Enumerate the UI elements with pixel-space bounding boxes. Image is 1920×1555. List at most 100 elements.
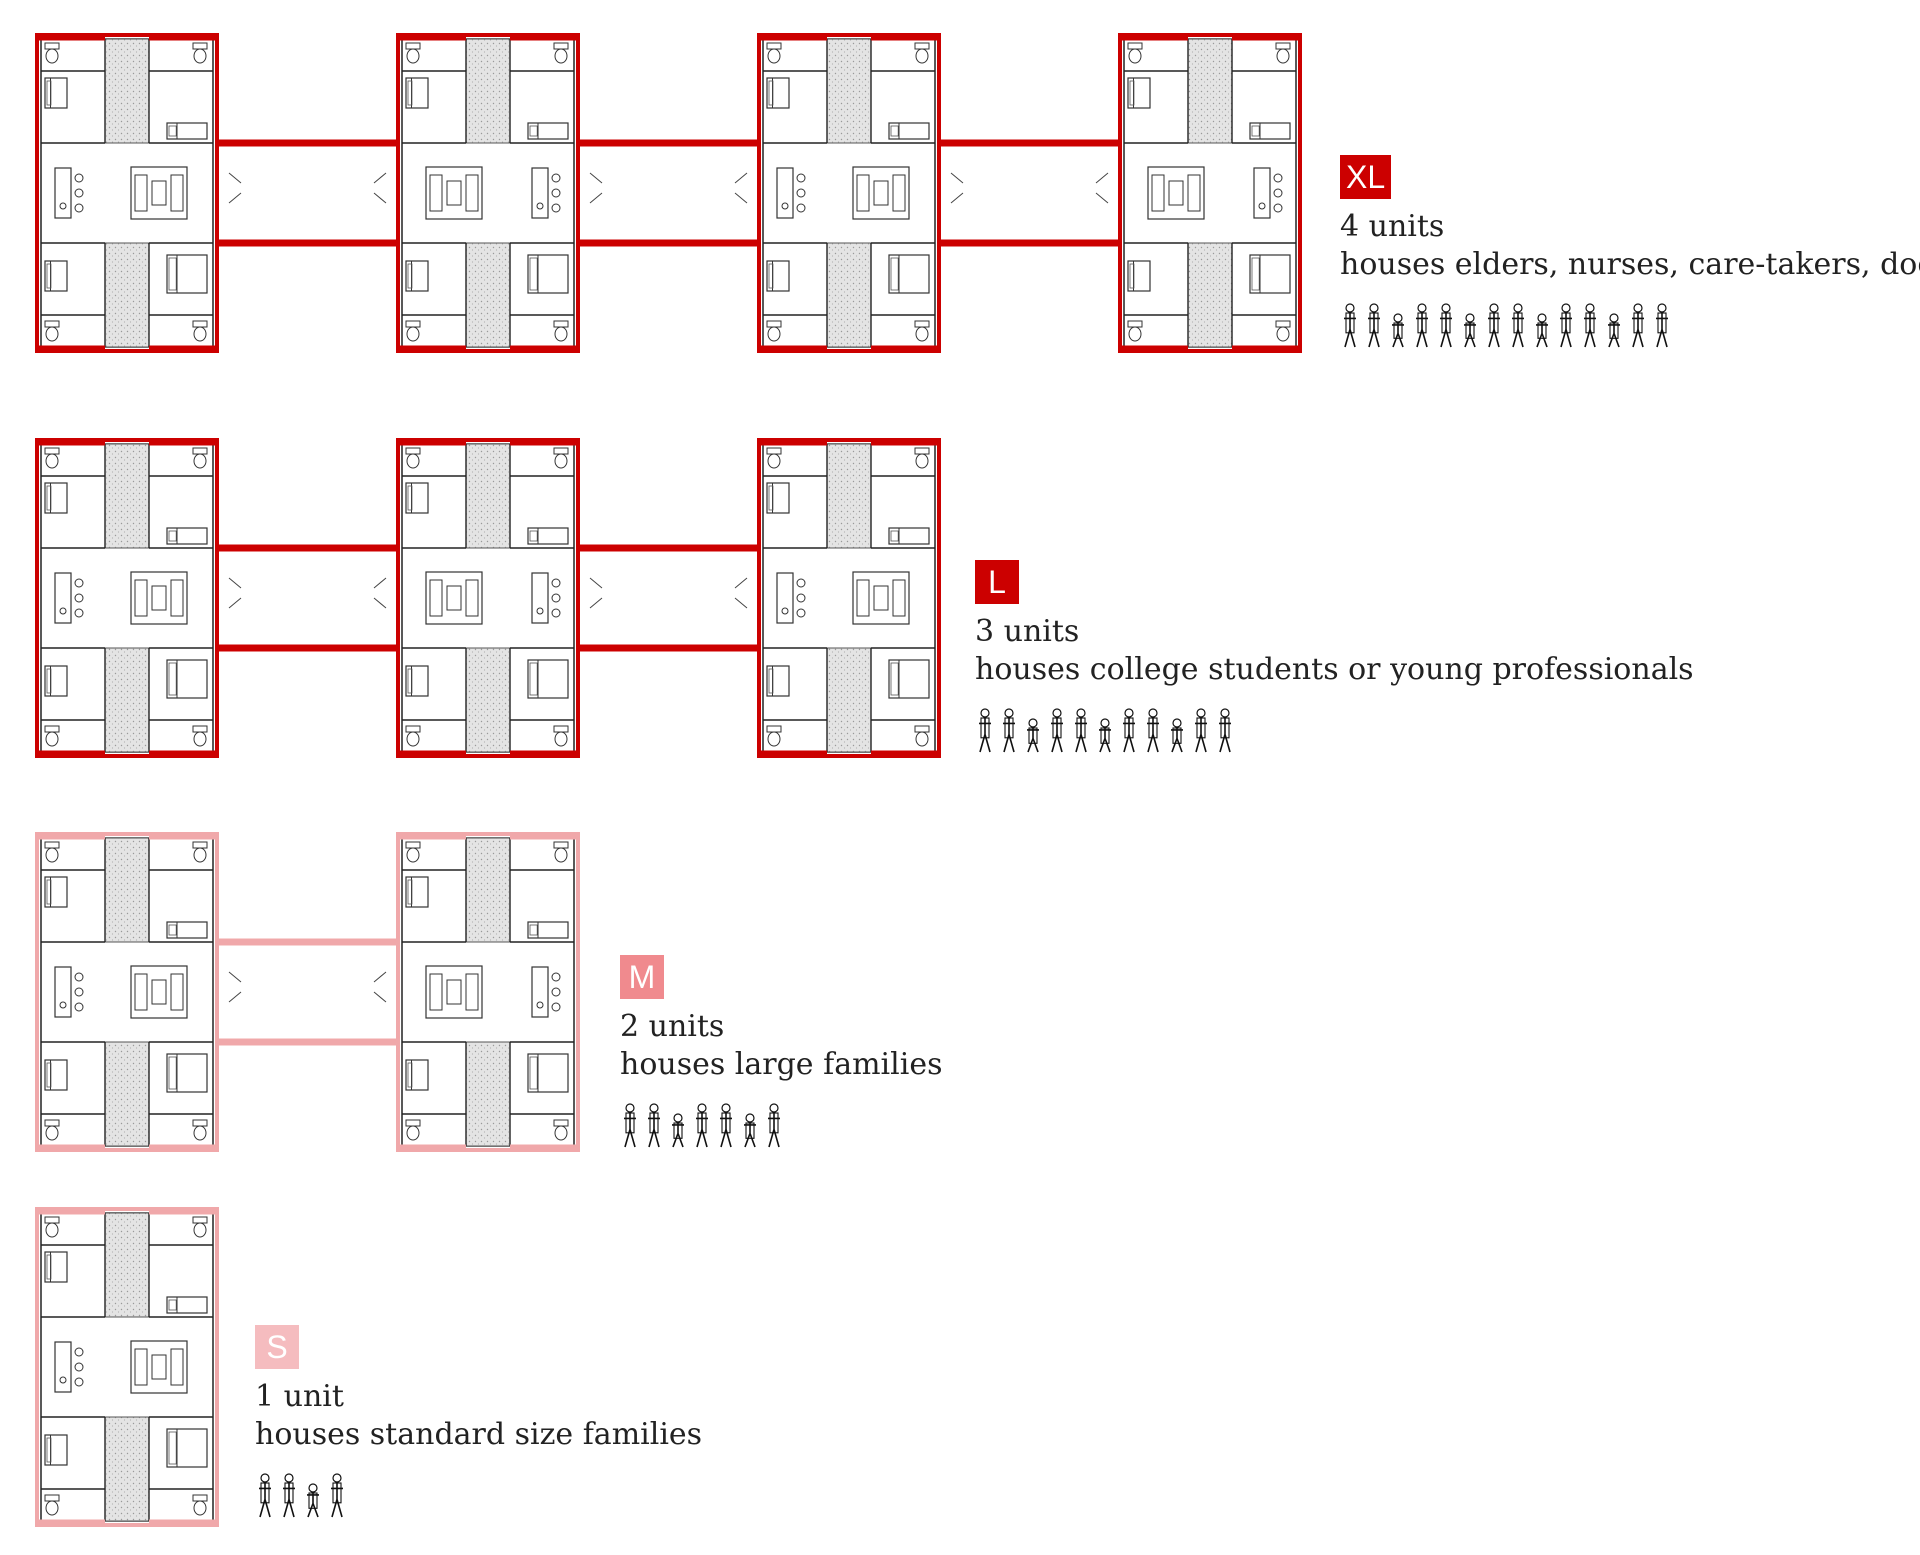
bed-icon <box>527 254 569 294</box>
bed-icon <box>527 659 569 699</box>
size-badge-m: M <box>620 955 664 999</box>
person-silhouette-icon <box>1051 708 1063 753</box>
person-silhouette-icon <box>1392 313 1404 348</box>
door-swing-icon <box>950 172 964 204</box>
patio-gravel <box>104 837 150 943</box>
person-silhouette-icon <box>696 1103 708 1148</box>
plan-l-unit-module <box>757 438 941 758</box>
toilet-icon <box>553 42 569 64</box>
toilet-icon <box>553 725 569 747</box>
size-badge-s: S <box>255 1325 299 1369</box>
sofa-set-icon <box>130 571 188 625</box>
bed-icon <box>44 876 68 908</box>
bed-icon <box>44 1251 68 1283</box>
sofa-set-icon <box>852 571 910 625</box>
bed-icon <box>44 482 68 514</box>
sofa-set-icon <box>130 166 188 220</box>
toilet-icon <box>44 1216 60 1238</box>
occupants-description-s: houses standard size families <box>255 1417 703 1452</box>
bed-icon <box>166 921 208 939</box>
sofa-set-icon <box>425 166 483 220</box>
person-silhouette-icon <box>1632 303 1644 348</box>
toilet-icon <box>192 725 208 747</box>
bed-icon <box>888 659 930 699</box>
legend-xl: XL 4 units houses elders, nurses, care-t… <box>1340 155 1920 353</box>
bed-icon <box>1127 77 1151 109</box>
units-count-m: 2 units <box>620 1009 725 1044</box>
bed-icon <box>405 77 429 109</box>
person-silhouette-icon <box>1416 303 1428 348</box>
people-silhouettes-l <box>979 708 1255 753</box>
patio-gravel <box>465 38 511 144</box>
kitchen-island-icon <box>776 167 806 219</box>
bed-icon <box>527 921 569 939</box>
toilet-icon <box>766 320 782 342</box>
sofa-set-icon <box>852 166 910 220</box>
toilet-icon <box>405 1119 421 1141</box>
plan-l-corridor <box>219 544 396 652</box>
bed-icon <box>888 122 930 140</box>
plan-xl-unit-module <box>396 33 580 353</box>
door-swing-icon <box>228 577 242 609</box>
kitchen-island-icon <box>531 572 561 624</box>
bed-icon <box>527 1053 569 1093</box>
toilet-icon <box>405 447 421 469</box>
bed-icon <box>766 77 790 109</box>
kitchen-island-icon <box>531 966 561 1018</box>
toilet-icon <box>192 1119 208 1141</box>
toilet-icon <box>44 447 60 469</box>
bed-icon <box>166 122 208 140</box>
person-silhouette-icon <box>331 1473 343 1518</box>
sofa-set-icon <box>130 965 188 1019</box>
patio-gravel <box>1187 242 1233 348</box>
person-silhouette-icon <box>1608 313 1620 348</box>
patio-gravel <box>104 1212 150 1318</box>
patio-gravel <box>465 1041 511 1147</box>
plan-xl-corridor <box>219 139 396 247</box>
door-swing-icon <box>373 577 387 609</box>
bed-icon <box>166 659 208 699</box>
plan-xl-unit-module <box>757 33 941 353</box>
plan-l-unit-module <box>396 438 580 758</box>
toilet-icon <box>914 447 930 469</box>
person-silhouette-icon <box>1003 708 1015 753</box>
toilet-icon <box>44 1494 60 1516</box>
person-silhouette-icon <box>1368 303 1380 348</box>
bed-icon <box>44 665 68 697</box>
bed-icon <box>44 77 68 109</box>
bed-icon <box>405 260 429 292</box>
person-silhouette-icon <box>1344 303 1356 348</box>
person-silhouette-icon <box>979 708 991 753</box>
occupants-description-m: houses large families <box>620 1047 943 1082</box>
bed-icon <box>1249 254 1291 294</box>
toilet-icon <box>192 320 208 342</box>
person-silhouette-icon <box>624 1103 636 1148</box>
person-silhouette-icon <box>1584 303 1596 348</box>
plan-s-unit-module <box>35 1207 219 1527</box>
patio-gravel <box>104 1416 150 1522</box>
toilet-icon <box>553 1119 569 1141</box>
person-silhouette-icon <box>1464 313 1476 348</box>
plan-xl-corridor <box>941 139 1118 247</box>
person-silhouette-icon <box>1488 303 1500 348</box>
toilet-icon <box>1127 42 1143 64</box>
toilet-icon <box>44 42 60 64</box>
door-swing-icon <box>373 971 387 1003</box>
person-silhouette-icon <box>1099 718 1111 753</box>
plan-xl-corridor <box>580 139 757 247</box>
toilet-icon <box>1275 42 1291 64</box>
plan-m-unit-module <box>396 832 580 1152</box>
toilet-icon <box>44 1119 60 1141</box>
toilet-icon <box>192 1494 208 1516</box>
toilet-icon <box>192 1216 208 1238</box>
person-silhouette-icon <box>259 1473 271 1518</box>
toilet-icon <box>405 725 421 747</box>
person-silhouette-icon <box>768 1103 780 1148</box>
bed-icon <box>527 527 569 545</box>
toilet-icon <box>766 447 782 469</box>
size-badge-l: L <box>975 560 1019 604</box>
plan-m-corridor <box>219 938 396 1046</box>
door-swing-icon <box>589 577 603 609</box>
patio-gravel <box>465 647 511 753</box>
person-silhouette-icon <box>1123 708 1135 753</box>
